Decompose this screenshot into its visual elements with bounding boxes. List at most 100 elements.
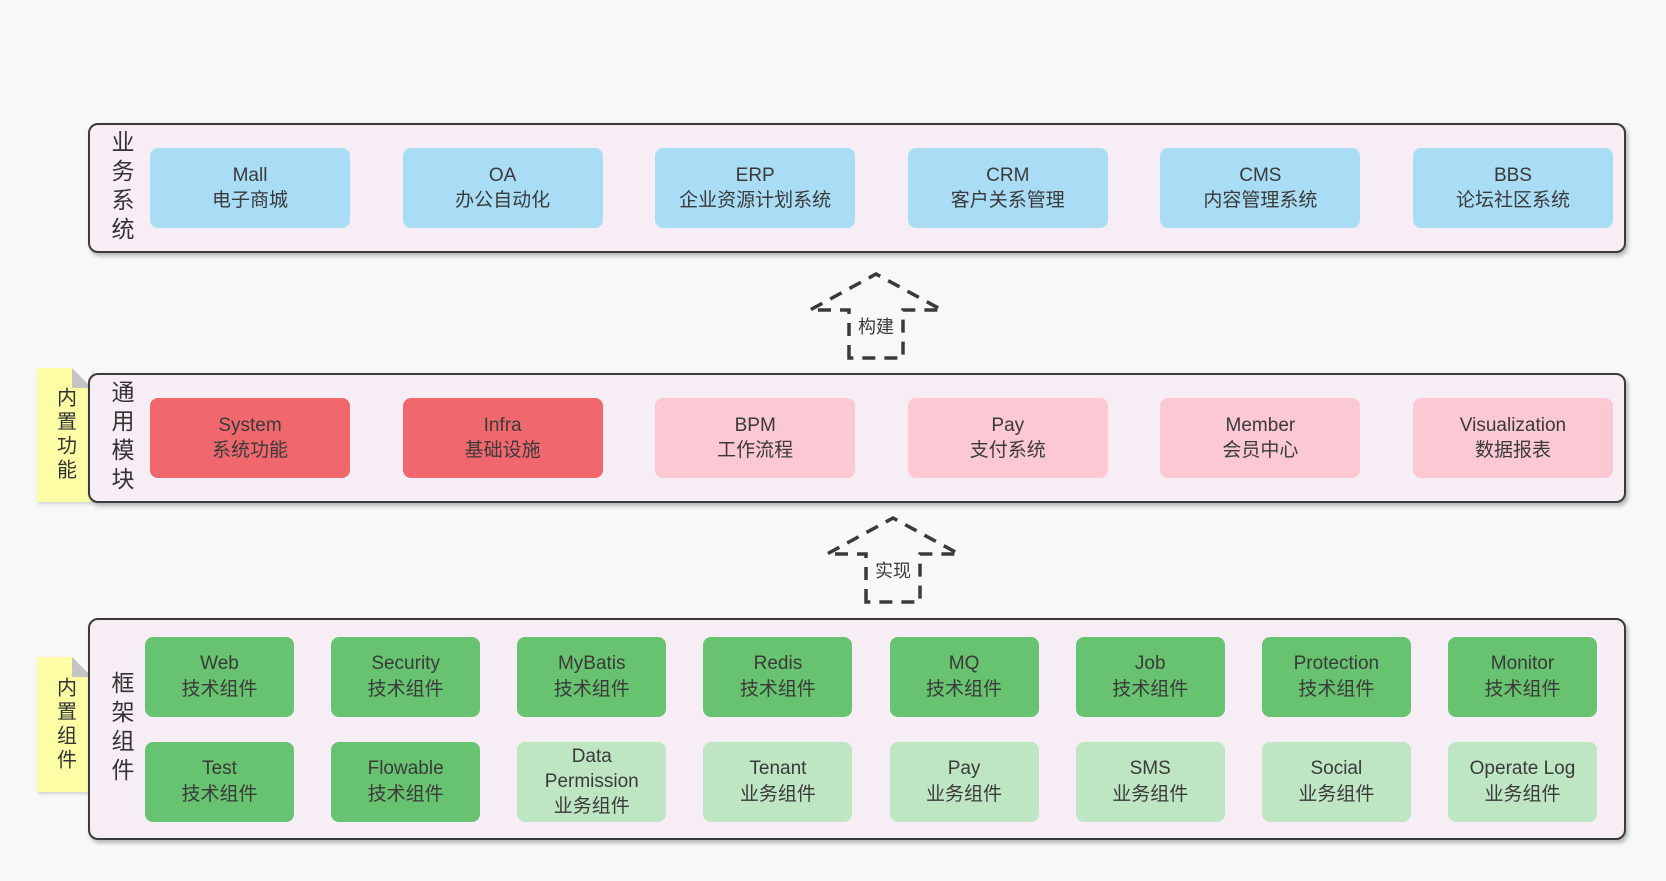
box-subtitle: 业务组件 [739, 783, 816, 805]
box-subtitle: 业务组件 [1298, 783, 1375, 805]
box-title: ERP [735, 164, 775, 186]
box-subtitle: 技术组件 [1112, 678, 1189, 700]
sticky-text: 内置功能 [53, 387, 76, 483]
box-title: BPM [734, 414, 776, 436]
band-content-modules: System 系统功能 Infra 基础设施 BPM 工作流程 Pay 支付系统… [138, 398, 1624, 478]
components-row-1: Web 技术组件 Security 技术组件 MyBatis 技术组件 Redi… [145, 636, 1597, 717]
box-web: Web 技术组件 [145, 636, 294, 717]
box-sms: SMS 业务组件 [1075, 741, 1225, 822]
components-row-2: Test 技术组件 Flowable 技术组件 Data Permission … [145, 741, 1597, 822]
sticky-text: 内置组件 [53, 676, 76, 773]
box-title: Job [1134, 653, 1166, 675]
folded-corner-icon [72, 657, 92, 677]
band-common-modules: 通用模块 System 系统功能 Infra 基础设施 BPM 工作流程 Pay… [88, 373, 1626, 503]
box-title: Redis [753, 653, 803, 675]
box-mall: Mall 电子商城 [150, 148, 350, 228]
box-subtitle: 技术组件 [181, 783, 258, 805]
band-framework-components: 框架组件 Web 技术组件 Security 技术组件 MyBatis 技术组件… [88, 618, 1626, 840]
box-cms: CMS 内容管理系统 [1160, 148, 1361, 228]
box-tenant: Tenant 业务组件 [703, 741, 853, 822]
box-subtitle: 内容管理系统 [1203, 190, 1318, 211]
box-title: Protection [1293, 653, 1380, 675]
box-title: Pay [991, 414, 1025, 436]
box-title: MQ [948, 653, 980, 675]
box-title: MyBatis [557, 653, 626, 675]
box-crm: CRM 客户关系管理 [907, 148, 1108, 228]
dashed-up-arrow-icon [826, 516, 960, 604]
band-content-business: Mall 电子商城 OA 办公自动化 ERP 企业资源计划系统 CRM 客户关系… [138, 148, 1624, 228]
box-redis: Redis 技术组件 [703, 636, 853, 717]
band-content-components: Web 技术组件 Security 技术组件 MyBatis 技术组件 Redi… [138, 636, 1624, 822]
box-subtitle: 技术组件 [181, 678, 258, 700]
box-title: Infra [483, 414, 522, 436]
box-subtitle: 技术组件 [553, 678, 630, 700]
dashed-up-arrow-icon [809, 272, 943, 360]
box-subtitle: 电子商城 [211, 190, 288, 211]
sticky-note-built-in-components: 内置组件 [37, 657, 92, 792]
box-title: BBS [1493, 164, 1532, 186]
box-job: Job 技术组件 [1075, 636, 1225, 717]
box-title: Operate Log [1469, 758, 1576, 780]
arrow-implement: 实现 [823, 514, 963, 606]
box-pay-component: Pay 业务组件 [889, 741, 1039, 822]
box-member: Member 会员中心 [1160, 398, 1361, 478]
box-subtitle: 工作流程 [717, 440, 794, 461]
sticky-note-built-in-features: 内置功能 [37, 368, 92, 502]
box-pay-module: Pay 支付系统 [907, 398, 1108, 478]
box-title: SMS [1129, 758, 1171, 780]
box-subtitle: 技术组件 [367, 783, 444, 805]
arrow-build-label: 构建 [856, 312, 896, 340]
box-subtitle: 论坛社区系统 [1455, 190, 1570, 211]
box-oa: OA 办公自动化 [402, 148, 603, 228]
box-subtitle: 技术组件 [926, 678, 1003, 700]
box-mq: MQ 技术组件 [889, 636, 1039, 717]
band-label-modules: 通用模块 [108, 380, 134, 496]
box-subtitle: 技术组件 [1484, 678, 1561, 700]
box-title: OA [488, 164, 517, 186]
box-subtitle: 业务组件 [553, 796, 630, 818]
box-title: Visualization [1459, 414, 1567, 436]
box-title: CMS [1239, 164, 1282, 186]
box-social: Social 业务组件 [1261, 741, 1411, 822]
band-label-components: 框架组件 [108, 671, 134, 787]
box-subtitle: 业务组件 [1484, 783, 1561, 805]
box-subtitle: 技术组件 [367, 678, 444, 700]
box-title: Social [1310, 758, 1363, 780]
box-title: Data Permission [544, 745, 639, 792]
box-subtitle: 支付系统 [969, 440, 1046, 461]
box-monitor: Monitor 技术组件 [1447, 636, 1597, 717]
box-title: System [218, 414, 282, 436]
box-subtitle: 客户关系管理 [950, 190, 1065, 211]
box-subtitle: 系统功能 [211, 440, 288, 461]
box-title: CRM [986, 164, 1030, 186]
box-title: Flowable [367, 758, 444, 780]
box-system: System 系统功能 [150, 398, 350, 478]
box-subtitle: 企业资源计划系统 [679, 190, 832, 211]
box-subtitle: 技术组件 [739, 678, 816, 700]
box-subtitle: 业务组件 [926, 783, 1003, 805]
box-bbs: BBS 论坛社区系统 [1412, 148, 1613, 228]
band-business-systems: 业务系统 Mall 电子商城 OA 办公自动化 ERP 企业资源计划系统 CRM… [88, 123, 1626, 253]
box-subtitle: 数据报表 [1474, 440, 1551, 461]
arrow-build: 构建 [806, 270, 946, 362]
box-title: Tenant [749, 758, 807, 780]
box-title: Pay [947, 758, 981, 780]
box-title: Mall [232, 164, 268, 186]
box-data-permission: Data Permission 业务组件 [517, 741, 667, 822]
arrow-implement-label: 实现 [873, 556, 913, 584]
box-protection: Protection 技术组件 [1261, 636, 1411, 717]
box-subtitle: 技术组件 [1298, 678, 1375, 700]
box-subtitle: 基础设施 [464, 440, 541, 461]
box-subtitle: 业务组件 [1112, 783, 1189, 805]
box-security: Security 技术组件 [331, 636, 481, 717]
box-erp: ERP 企业资源计划系统 [655, 148, 856, 228]
box-title: Web [200, 653, 239, 675]
band-label-business: 业务系统 [108, 130, 134, 246]
box-title: Security [371, 653, 440, 675]
box-subtitle: 办公自动化 [455, 190, 551, 211]
box-operate-log: Operate Log 业务组件 [1447, 741, 1597, 822]
box-test: Test 技术组件 [145, 741, 294, 822]
box-flowable: Flowable 技术组件 [331, 741, 481, 822]
box-bpm: BPM 工作流程 [655, 398, 856, 478]
box-title: Test [202, 758, 237, 780]
